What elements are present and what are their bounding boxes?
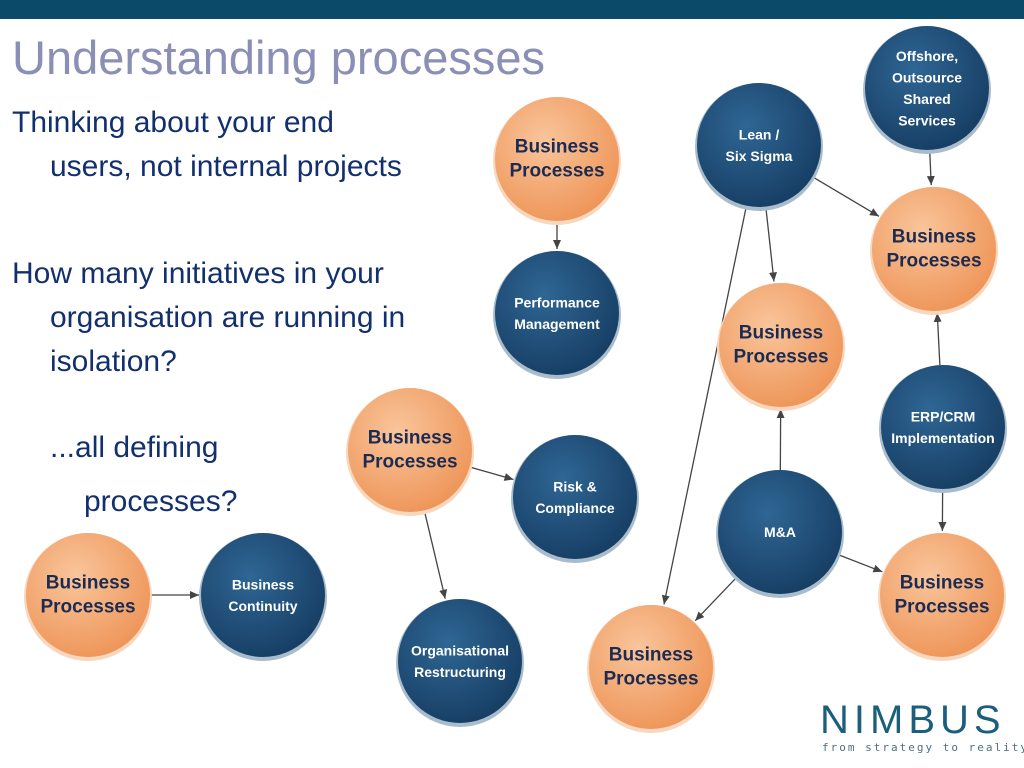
node-label: M&A <box>764 524 796 540</box>
edge-lean-to-bp7 <box>661 205 748 605</box>
diagram-edges <box>150 149 947 622</box>
node-circle <box>719 283 843 407</box>
node-label: Business <box>892 227 976 248</box>
node-label: Services <box>898 112 956 128</box>
node-circle <box>872 187 996 311</box>
node-label: Business <box>739 323 823 344</box>
node-erp: ERP/CRM Implementation <box>879 365 1007 493</box>
node-label: Lean / <box>739 126 780 142</box>
node-circle <box>513 435 637 559</box>
node-label: Processes <box>509 161 604 182</box>
bullet-defining-processes: ...all defining processes? <box>12 421 237 529</box>
logo-tagline: from strategy to reality <box>822 741 1024 754</box>
node-label: Compliance <box>535 500 615 516</box>
node-label: Shared <box>903 91 950 107</box>
edge-bp2-to-org <box>423 510 448 599</box>
bullet-end-users: Thinking about your end users, not inter… <box>12 101 402 189</box>
edge-ma-to-bp6 <box>837 553 883 573</box>
node-label: Business <box>609 645 693 666</box>
node-label: Business <box>900 573 984 594</box>
edge-ma-to-bp7 <box>694 576 738 622</box>
edge-bp2-to-risk <box>469 466 514 481</box>
node-label: Performance <box>514 294 600 310</box>
node-label: Restructuring <box>414 664 506 680</box>
node-circle <box>697 83 821 207</box>
node-circle <box>718 470 842 594</box>
bullet-line: Thinking about your end <box>12 106 334 139</box>
edge-offshore-to-bp4 <box>926 149 935 186</box>
node-label: Processes <box>603 669 698 690</box>
node-label: ERP/CRM <box>911 408 976 424</box>
diagram-nodes: BusinessProcessesPerformanceManagementBu… <box>24 26 1007 733</box>
node-circle <box>348 388 472 512</box>
node-lean: Lean / Six Sigma <box>695 83 823 211</box>
node-label: Organisational <box>411 642 509 658</box>
node-circle <box>495 97 619 221</box>
node-ma: M&A <box>716 470 844 598</box>
node-label: Processes <box>894 597 989 618</box>
bullet-line: ...all defining <box>50 431 219 464</box>
bullet-line: isolation? <box>50 345 177 378</box>
node-label: Six Sigma <box>726 148 793 164</box>
page-title: Understanding processes <box>12 31 545 84</box>
node-circle <box>880 533 1004 657</box>
nimbus-logo: NIMBUS from strategy to reality <box>820 698 1024 758</box>
node-label: Processes <box>733 347 828 368</box>
node-circle <box>589 605 713 729</box>
edge-lean-to-bp4 <box>811 176 880 217</box>
node-circle <box>201 533 325 657</box>
bullet-initiatives: How many initiatives in your organisatio… <box>12 252 405 384</box>
node-label: Business <box>515 137 599 158</box>
node-label: Implementation <box>891 430 994 446</box>
node-circle <box>26 533 150 657</box>
top-bar <box>0 0 1024 19</box>
node-label: Risk & <box>553 478 597 494</box>
bullet-line: organisation are running in <box>50 301 406 334</box>
bullet-line: processes? <box>84 485 238 518</box>
node-risk: Risk & Compliance <box>511 435 639 563</box>
node-label: Management <box>514 316 600 332</box>
node-circle <box>398 599 522 723</box>
node-label: Processes <box>40 597 135 618</box>
node-label: Processes <box>362 452 457 473</box>
bullet-line: How many initiatives in your <box>12 257 384 290</box>
node-circle <box>881 365 1005 489</box>
logo-wordmark: NIMBUS <box>820 698 1006 742</box>
bullet-line: users, not internal projects <box>50 150 402 183</box>
node-label: Business <box>368 428 452 449</box>
node-label: Continuity <box>228 598 297 614</box>
node-label: Outsource <box>892 69 962 85</box>
node-label: Processes <box>886 251 981 272</box>
node-circle <box>495 251 619 375</box>
node-label: Business <box>232 576 294 592</box>
node-label: Business <box>46 573 130 594</box>
edge-lean-to-bp5 <box>765 206 777 282</box>
edge-erp-to-bp4 <box>933 312 942 366</box>
node-label: Offshore, <box>896 48 958 64</box>
node-circle <box>865 26 989 150</box>
